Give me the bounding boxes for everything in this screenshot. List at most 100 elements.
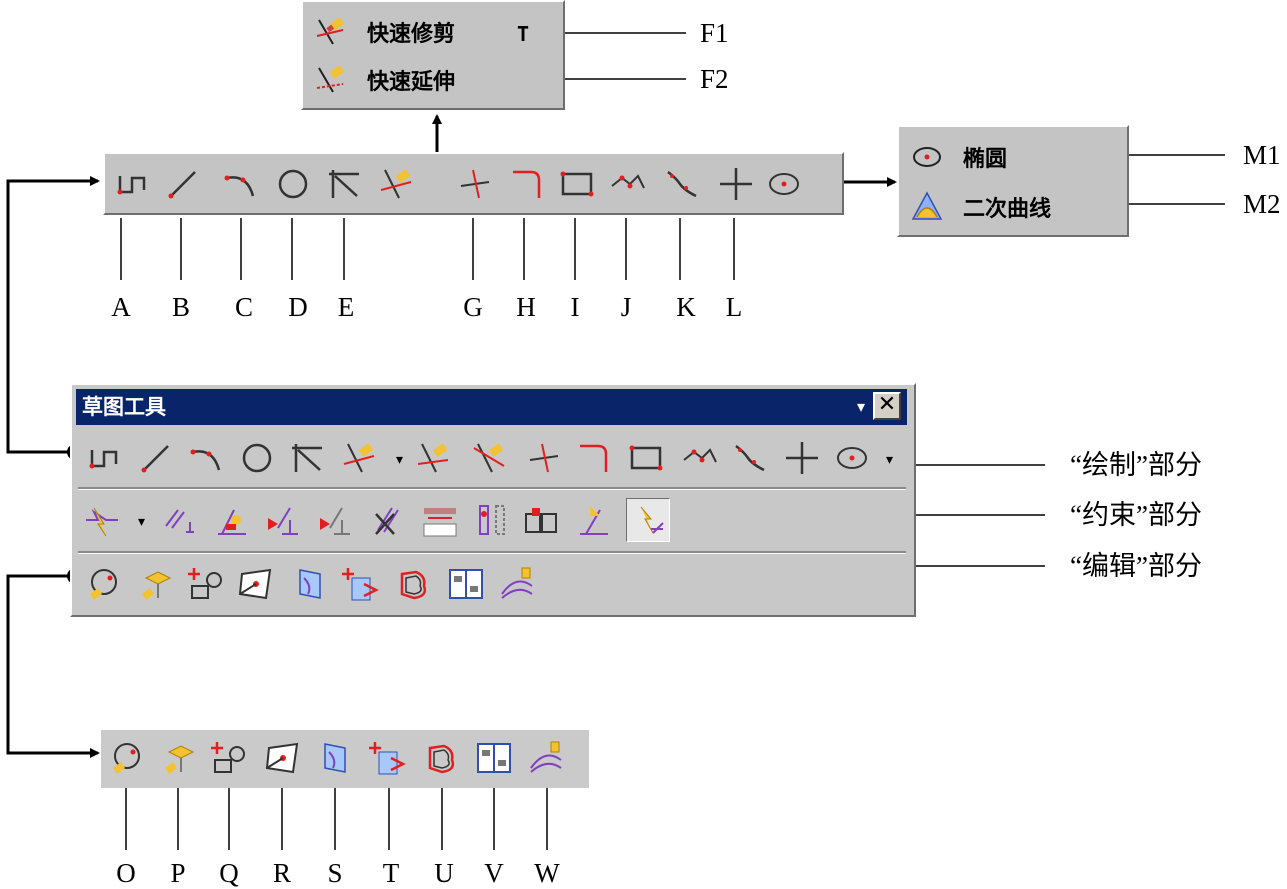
mirror-curve-icon[interactable] bbox=[159, 738, 199, 778]
label-i: I bbox=[570, 292, 580, 322]
quick-trim-icon[interactable] bbox=[377, 164, 417, 204]
sketch-curve-toolbar bbox=[103, 152, 844, 215]
row-separator bbox=[78, 487, 906, 490]
quick-trim-icon[interactable] bbox=[340, 438, 380, 478]
polygon-icon[interactable] bbox=[608, 164, 648, 204]
edit-defining-string-icon[interactable] bbox=[342, 564, 382, 604]
row-separator bbox=[78, 551, 906, 554]
studio-spline-icon[interactable] bbox=[730, 438, 770, 478]
offset-curve-icon[interactable] bbox=[84, 564, 124, 604]
studio-spline-icon[interactable] bbox=[662, 164, 702, 204]
panel-title: 草图工具 bbox=[82, 395, 166, 419]
menu-item-conic[interactable]: 二次曲线 bbox=[909, 185, 1051, 229]
callout-m1: M1 bbox=[1243, 140, 1281, 170]
line-icon[interactable] bbox=[163, 164, 203, 204]
edit-dimension-icon[interactable] bbox=[474, 738, 514, 778]
label-a: A bbox=[111, 292, 131, 322]
label-u: U bbox=[434, 858, 454, 888]
sketch-parameters-icon[interactable] bbox=[498, 564, 538, 604]
edit-curve-icon[interactable] bbox=[422, 738, 462, 778]
auto-dimension-icon[interactable] bbox=[82, 500, 122, 540]
edit-curve-icon[interactable] bbox=[394, 564, 434, 604]
section-label-edit: “编辑”部分 bbox=[1070, 551, 1202, 581]
profile-icon[interactable] bbox=[112, 164, 152, 204]
project-curve-icon[interactable] bbox=[290, 564, 330, 604]
make-corner-icon[interactable] bbox=[455, 164, 495, 204]
close-button[interactable]: ✕ bbox=[873, 392, 901, 420]
ellipse-icon[interactable] bbox=[832, 438, 872, 478]
menu-item-ellipse[interactable]: 椭圆 bbox=[909, 135, 1007, 179]
menu-item-label: 椭圆 bbox=[963, 147, 1008, 172]
offset-curve-icon[interactable] bbox=[107, 738, 147, 778]
geometric-constraint-icon[interactable] bbox=[160, 500, 200, 540]
dropdown-arrow-icon[interactable]: ▾ bbox=[138, 514, 146, 530]
menu-item-label: 快速延伸 bbox=[367, 70, 456, 95]
intersection-curve-icon[interactable] bbox=[263, 738, 303, 778]
convert-reference-icon[interactable] bbox=[472, 500, 512, 540]
fillet-icon[interactable] bbox=[288, 438, 328, 478]
menu-item-label: 快速修剪 bbox=[367, 22, 456, 47]
dropdown-arrow-icon[interactable]: ▾ bbox=[396, 452, 404, 468]
animate-dimension-icon[interactable] bbox=[420, 500, 460, 540]
label-q: Q bbox=[219, 858, 239, 888]
ellipse-icon[interactable] bbox=[764, 164, 804, 204]
show-all-constraints-icon[interactable] bbox=[264, 500, 304, 540]
label-j: J bbox=[620, 292, 632, 322]
rectangle-icon[interactable] bbox=[626, 438, 666, 478]
point-icon[interactable] bbox=[782, 438, 822, 478]
quick-trim-icon bbox=[316, 17, 345, 45]
remove-constraints-icon[interactable] bbox=[368, 500, 408, 540]
sketch-edit-toolbar bbox=[101, 730, 589, 788]
fix-constraint-icon[interactable] bbox=[212, 500, 252, 540]
alternate-solution-icon[interactable] bbox=[522, 500, 562, 540]
chamfer-icon[interactable] bbox=[507, 164, 547, 204]
menu-item-quick-trim[interactable]: 快速修剪 bbox=[313, 10, 553, 54]
label-k: K bbox=[676, 292, 696, 322]
label-h: H bbox=[516, 292, 536, 322]
label-e: E bbox=[337, 292, 355, 322]
menu-item-label: 二次曲线 bbox=[963, 197, 1052, 222]
sketch-tools-title-bar: 草图工具 ▾ ✕ bbox=[76, 389, 907, 425]
arc-icon[interactable] bbox=[187, 438, 227, 478]
label-w: W bbox=[534, 858, 560, 888]
label-b: B bbox=[171, 292, 191, 322]
polygon-icon[interactable] bbox=[680, 438, 720, 478]
dropdown-arrow-icon[interactable]: ▾ bbox=[886, 452, 894, 468]
fillet-icon[interactable] bbox=[325, 164, 365, 204]
point-icon[interactable] bbox=[716, 164, 756, 204]
edit-defining-string-icon[interactable] bbox=[369, 738, 409, 778]
ellipse-icon bbox=[913, 147, 941, 167]
mirror-curve-icon[interactable] bbox=[136, 564, 176, 604]
make-corner-icon[interactable] bbox=[524, 438, 564, 478]
edit-dimension-icon[interactable] bbox=[446, 564, 486, 604]
label-d: D bbox=[288, 292, 308, 322]
sketch-parameters-icon[interactable] bbox=[527, 738, 567, 778]
label-g: G bbox=[463, 292, 483, 322]
label-t: T bbox=[382, 858, 400, 888]
show-no-constraints-icon[interactable] bbox=[316, 500, 356, 540]
callout-f1: F1 bbox=[700, 18, 729, 48]
quick-extend-icon[interactable] bbox=[414, 438, 454, 478]
line-icon[interactable] bbox=[136, 438, 176, 478]
profile-icon[interactable] bbox=[84, 438, 124, 478]
menu-item-quick-extend[interactable]: 快速延伸 bbox=[313, 58, 553, 102]
callout-f2: F2 bbox=[700, 64, 729, 94]
project-curve-icon[interactable] bbox=[315, 738, 355, 778]
section-label-draw: “绘制”部分 bbox=[1070, 450, 1202, 480]
create-inferred-constraints-icon[interactable] bbox=[626, 498, 670, 542]
extend-icon[interactable] bbox=[470, 438, 510, 478]
panel-menu-caret-icon[interactable]: ▾ bbox=[856, 397, 865, 416]
add-existing-curves-icon[interactable] bbox=[209, 738, 249, 778]
label-v: V bbox=[484, 858, 504, 888]
chamfer-icon[interactable] bbox=[574, 438, 614, 478]
circle-icon[interactable] bbox=[237, 438, 277, 478]
infer-constraints-icon[interactable] bbox=[574, 500, 614, 540]
label-o: O bbox=[116, 858, 136, 888]
arc-icon[interactable] bbox=[221, 164, 261, 204]
label-s: S bbox=[327, 858, 343, 888]
rectangle-icon[interactable] bbox=[557, 164, 597, 204]
circle-icon[interactable] bbox=[273, 164, 313, 204]
conic-popup: 椭圆 二次曲线 bbox=[897, 125, 1129, 237]
intersection-curve-icon[interactable] bbox=[236, 564, 276, 604]
add-existing-curves-icon[interactable] bbox=[186, 564, 226, 604]
